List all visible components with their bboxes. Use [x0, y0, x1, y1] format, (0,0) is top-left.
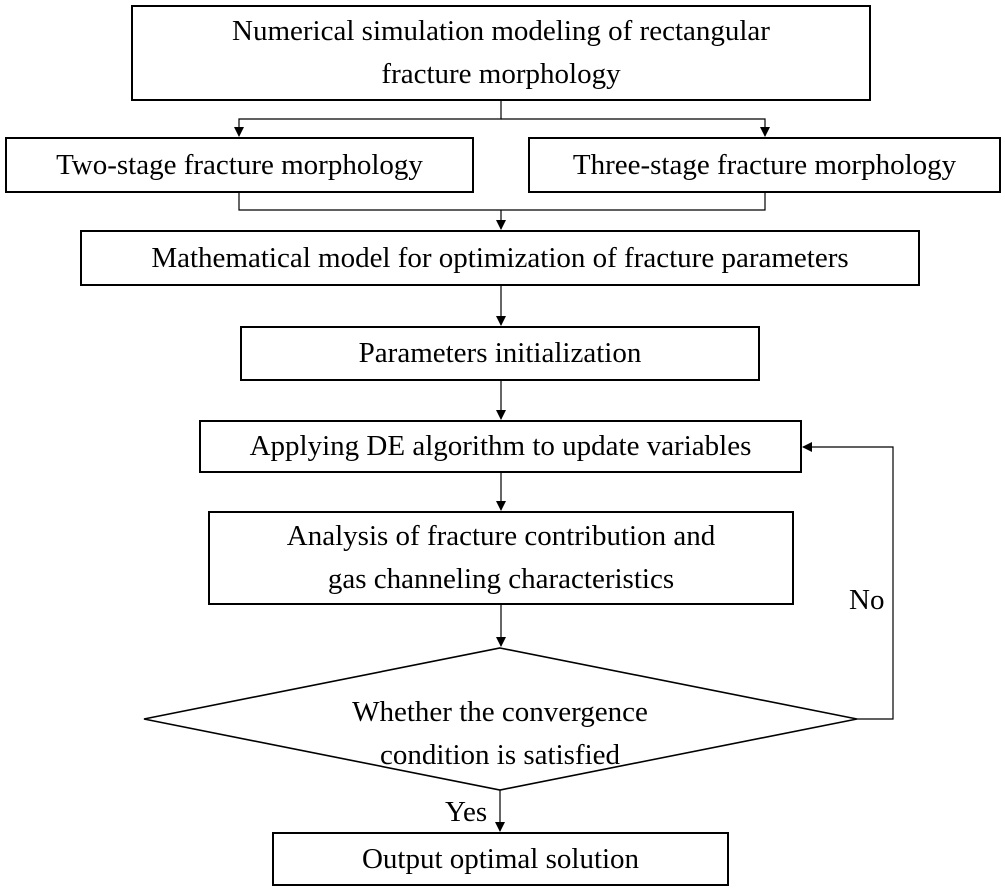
de-update-label: Applying DE algorithm to update variable… — [249, 430, 752, 462]
decision-line-2: condition is satisfied — [379, 739, 621, 771]
two-stage-label: Two-stage fracture morphology — [56, 148, 423, 181]
decision-line-1: Whether the convergence — [352, 696, 648, 728]
math-model-label: Mathematical model for optimization of f… — [151, 241, 849, 274]
two-stage-box: Two-stage fracture morphology — [5, 137, 474, 193]
yes-label: Yes — [445, 796, 488, 828]
modeling-line-2: fracture morphology — [381, 58, 621, 90]
analysis-box: Analysis of fracture contribution and ga… — [208, 511, 794, 605]
analysis-line-1: Analysis of fracture contribution and — [286, 520, 716, 552]
init-box: Parameters initialization — [240, 326, 760, 381]
merge-connector — [238, 192, 766, 211]
split-connector-right — [501, 118, 770, 137]
analysis-line-2: gas channeling characteristics — [327, 563, 675, 595]
output-label: Output optimal solution — [361, 842, 640, 875]
modeling-box: Numerical simulation modeling of rectang… — [131, 5, 871, 101]
math-model-box: Mathematical model for optimization of f… — [80, 230, 920, 286]
decision-text: Whether the convergence condition is sat… — [250, 690, 750, 778]
de-update-box: Applying DE algorithm to update variable… — [199, 420, 802, 473]
three-stage-box: Three-stage fracture morphology — [528, 137, 1001, 193]
no-loop-connector — [802, 442, 894, 720]
three-stage-label: Three-stage fracture morphology — [572, 148, 957, 181]
no-label: No — [849, 584, 885, 616]
split-connector — [234, 100, 502, 137]
output-box: Output optimal solution — [272, 832, 729, 886]
init-label: Parameters initialization — [358, 337, 642, 369]
modeling-line-1: Numerical simulation modeling of rectang… — [232, 15, 770, 47]
